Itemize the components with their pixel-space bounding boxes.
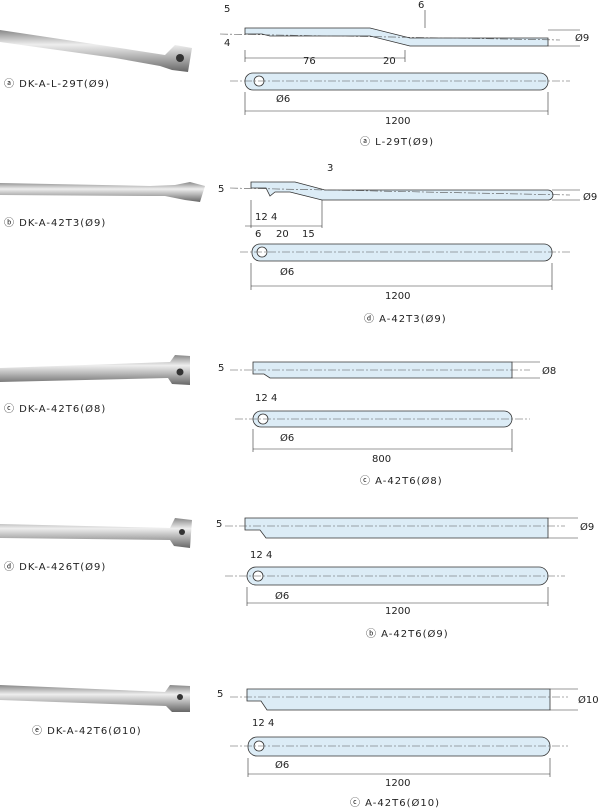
dim-label: 12	[250, 550, 263, 561]
dim-label: 5	[217, 689, 223, 700]
product-label: ⓐ DK-A-L-29T(Ø9)	[4, 78, 110, 90]
side-view	[246, 688, 551, 711]
dim-label: 3	[327, 163, 333, 174]
dim-label: Ø9	[580, 521, 594, 533]
drawing-caption: ⓐ L-29T(Ø9)	[360, 136, 434, 148]
dim-label: 5	[224, 4, 230, 15]
dim-label: Ø10	[578, 694, 599, 706]
dim-label: Ø9	[575, 32, 589, 44]
dim-label: 6	[255, 229, 261, 240]
dim-label: 1200	[385, 116, 410, 127]
drawing-caption: ⓓ A-42T3(Ø9)	[364, 313, 447, 325]
dim-label: 5	[216, 519, 222, 530]
dim-label: 1200	[385, 778, 410, 789]
dim-label: 15	[302, 229, 315, 240]
product-label: ⓓ DK-A-426T(Ø9)	[4, 561, 106, 573]
drawing-caption: ⓒ A-42T6(Ø8)	[360, 475, 443, 487]
dim-label: 6	[418, 0, 424, 11]
dim-label: 76	[303, 56, 316, 67]
top-view	[244, 72, 549, 91]
dim-label: 5	[218, 363, 224, 374]
dim-label: Ø6	[280, 432, 294, 444]
dim-label: Ø6	[280, 266, 294, 278]
dim-label: 20	[383, 56, 396, 67]
product-label: ⓑ DK-A-42T3(Ø9)	[4, 217, 106, 229]
dim-label: 12	[252, 718, 265, 729]
dim-label: Ø9	[583, 191, 597, 203]
part-a: ⓐ DK-A-L-29T(Ø9) 5 4 6 76 20 Ø9 Ø6 1200 …	[0, 0, 589, 148]
side-view	[250, 181, 554, 201]
photo-rod	[0, 30, 192, 72]
dim-label: 5	[218, 184, 224, 195]
dim-label: 4	[271, 212, 277, 223]
dim-label: Ø6	[275, 590, 289, 602]
dim-label: 4	[271, 393, 277, 404]
product-label: ⓒ DK-A-42T6(Ø8)	[4, 403, 106, 415]
dim-label: 12	[255, 212, 268, 223]
product-label: ⓔ DK-A-42T6(Ø10)	[32, 725, 142, 737]
top-view	[247, 736, 551, 757]
dim-label: 20	[276, 229, 289, 240]
part-e: ⓔ DK-A-42T6(Ø10) 5 12 4 Ø10 Ø6 1200 ⓒ A-…	[0, 685, 599, 809]
dim-label: Ø6	[275, 759, 289, 771]
dim-label: 4	[266, 550, 272, 561]
dim-label: 800	[372, 454, 391, 465]
dim-label: 1200	[385, 291, 410, 302]
dim-label: 1200	[385, 606, 410, 617]
dim-label: 4	[268, 718, 274, 729]
dim-label: 4	[224, 38, 230, 49]
dim-label: 12	[255, 393, 268, 404]
top-view	[251, 243, 553, 262]
part-b: ⓑ DK-A-42T3(Ø9) 5 3 12 4 6 20 15 Ø9 Ø6 1…	[0, 163, 597, 325]
dim-label: Ø6	[276, 93, 290, 105]
part-d: ⓓ DK-A-426T(Ø9) 5 12 4 Ø9 Ø6 1200 ⓑ A-42…	[0, 517, 594, 640]
part-c: ⓒ DK-A-42T6(Ø8) 5 12 4 Ø8 Ø6 800 ⓒ A-42T…	[0, 355, 556, 487]
drawing-caption: ⓑ A-42T6(Ø9)	[366, 628, 449, 640]
dim-label: Ø8	[542, 365, 556, 377]
side-view	[244, 27, 549, 47]
drawing-caption: ⓒ A-42T6(Ø10)	[350, 797, 440, 809]
side-view	[244, 517, 549, 539]
